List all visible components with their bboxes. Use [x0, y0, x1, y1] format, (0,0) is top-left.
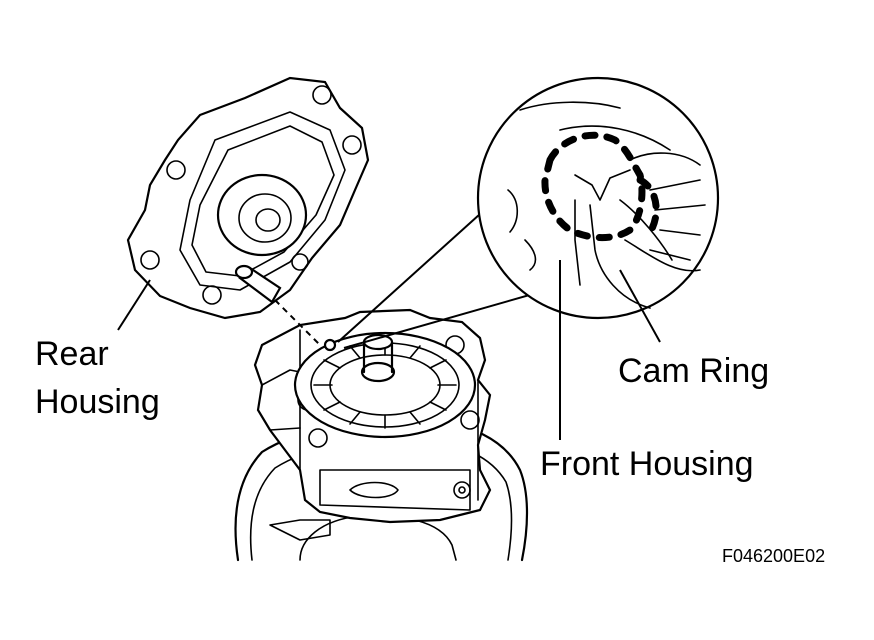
rear-housing: [126, 76, 370, 320]
cam-ring-rotor: [293, 331, 477, 439]
label-rear-housing-line2: Housing: [35, 383, 160, 421]
label-rear-housing-line1: Rear: [35, 335, 109, 373]
label-front-housing: Front Housing: [540, 445, 754, 483]
figure-code: F046200E02: [722, 546, 825, 566]
callout-line-upper: [337, 204, 491, 343]
detail-circle: [476, 76, 720, 320]
label-cam-ring: Cam Ring: [618, 352, 769, 390]
callout-line-lower: [343, 291, 541, 349]
leader-cam-ring: [619, 269, 661, 343]
leader-rear-housing: [117, 279, 151, 331]
